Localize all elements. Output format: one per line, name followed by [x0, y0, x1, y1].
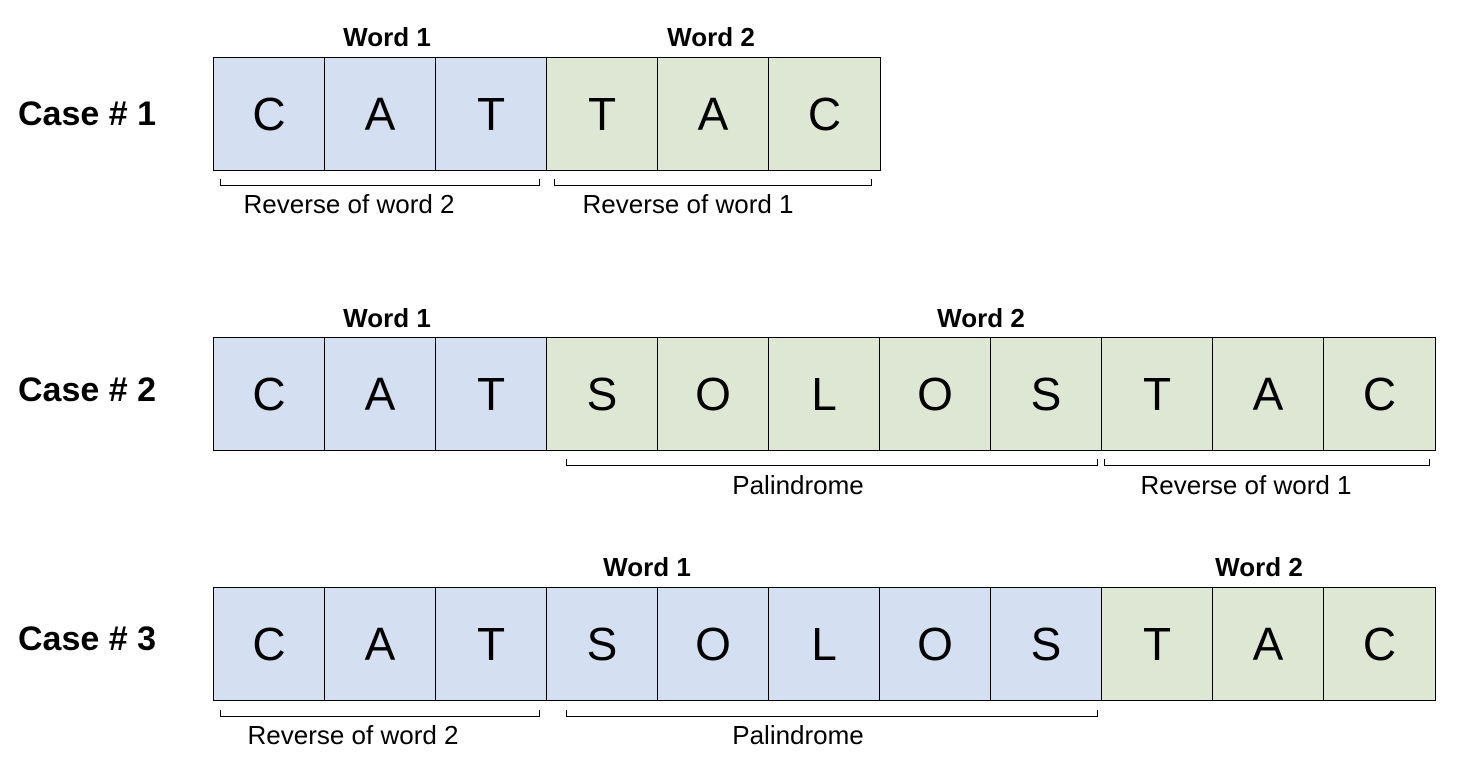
letter-cell: O [880, 588, 991, 700]
case-2-bracket-reverse-word-1 [1104, 459, 1430, 466]
case-3-bracket-reverse-word-2 [220, 710, 540, 717]
case-1-bracket-label-1: Reverse of word 2 [243, 189, 455, 219]
letter-cell: C [214, 58, 325, 170]
letter-cell: T [1102, 588, 1213, 700]
case-2-letter-row: C A T S O L O S T A C [213, 337, 1436, 451]
letter-cell: C [1324, 588, 1435, 700]
case-1-letter-row: C A T T A C [213, 57, 881, 171]
letter-cell: T [436, 58, 547, 170]
case-1-word-2-label: Word 2 [667, 22, 755, 52]
letter-cell: L [769, 338, 880, 450]
letter-cell: T [436, 338, 547, 450]
case-1-label: Case # 1 [18, 95, 156, 133]
letter-cell: C [1324, 338, 1435, 450]
case-2-bracket-label-1: Palindrome [732, 470, 864, 500]
letter-cell: A [325, 338, 436, 450]
case-3-bracket-label-1: Reverse of word 2 [247, 720, 459, 750]
case-2-word-2-label: Word 2 [937, 303, 1025, 333]
letter-cell: A [658, 58, 769, 170]
letter-cell: C [769, 58, 880, 170]
case-3-bracket-label-2: Palindrome [732, 720, 864, 750]
letter-cell: O [658, 588, 769, 700]
case-1-bracket-reverse-word-2 [220, 179, 540, 186]
letter-cell: T [547, 58, 658, 170]
case-2-bracket-palindrome [566, 459, 1098, 466]
letter-cell: A [1213, 588, 1324, 700]
letter-cell: O [658, 338, 769, 450]
case-3-word-1-label: Word 1 [603, 552, 691, 582]
case-2-label: Case # 2 [18, 371, 156, 409]
letter-cell: C [214, 338, 325, 450]
letter-cell: T [1102, 338, 1213, 450]
letter-cell: A [1213, 338, 1324, 450]
letter-cell: A [325, 58, 436, 170]
case-3-bracket-palindrome [566, 710, 1098, 717]
letter-cell: S [991, 588, 1102, 700]
case-3-word-2-label: Word 2 [1215, 552, 1303, 582]
letter-cell: L [769, 588, 880, 700]
case-3-letter-row: C A T S O L O S T A C [213, 587, 1436, 701]
letter-cell: C [214, 588, 325, 700]
letter-cell: A [325, 588, 436, 700]
letter-cell: S [547, 338, 658, 450]
case-1-bracket-label-2: Reverse of word 1 [582, 189, 794, 219]
letter-cell: S [991, 338, 1102, 450]
letter-cell: O [880, 338, 991, 450]
case-2-word-1-label: Word 1 [343, 303, 431, 333]
letter-cell: T [436, 588, 547, 700]
case-2-bracket-label-2: Reverse of word 1 [1140, 470, 1352, 500]
case-3-label: Case # 3 [18, 620, 156, 658]
case-1-word-1-label: Word 1 [343, 22, 431, 52]
case-1-bracket-reverse-word-1 [554, 179, 872, 186]
letter-cell: S [547, 588, 658, 700]
